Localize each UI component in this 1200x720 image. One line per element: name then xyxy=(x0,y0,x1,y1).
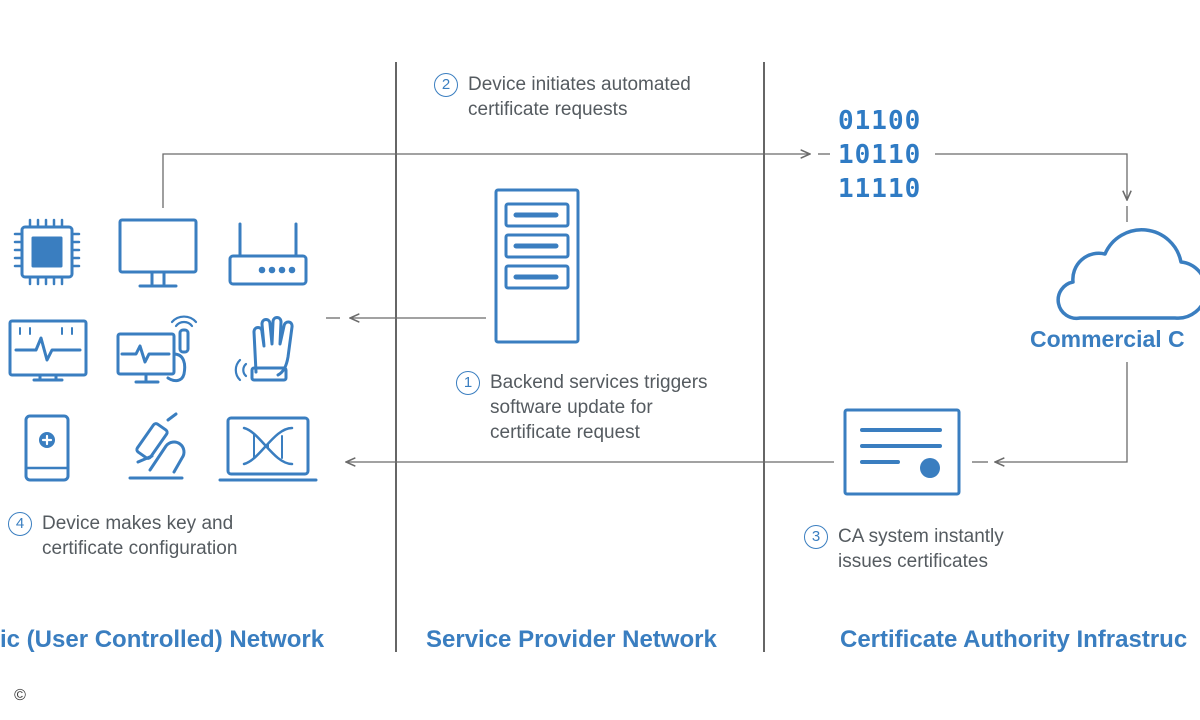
cloud-icon xyxy=(1056,228,1200,321)
step-4-text: Device makes key and certificate configu… xyxy=(42,513,238,559)
region-label-service-provider: Service Provider Network xyxy=(426,626,717,653)
step-1-text: Backend services triggers software updat… xyxy=(490,372,708,443)
step-2-number: 2 xyxy=(434,73,458,97)
step-2-text: Device initiates automated certificate r… xyxy=(468,74,691,120)
chip-icon xyxy=(13,218,81,286)
step-1-number: 1 xyxy=(456,371,480,395)
server-icon xyxy=(494,188,580,344)
binary-line-2: 10110 xyxy=(838,140,922,170)
cloud-label: Commercial C xyxy=(1030,326,1185,352)
monitor-icon xyxy=(118,218,198,288)
step-4-number: 4 xyxy=(8,512,32,536)
flow-arrow-issue xyxy=(995,362,1128,462)
flow-arrow-request xyxy=(162,154,810,208)
step-2: 2 Device initiates automated certificate… xyxy=(434,72,691,122)
region-label-user-network: ic (User Controlled) Network xyxy=(0,626,325,653)
ecg-monitor-icon xyxy=(8,319,88,382)
step-4: 4 Device makes key and certificate confi… xyxy=(8,511,237,561)
step-1: 1 Backend services triggers software upd… xyxy=(456,370,708,445)
copyright-mark: © xyxy=(14,687,26,704)
binary-line-3: 11110 xyxy=(838,174,922,204)
certificate-icon xyxy=(843,408,961,496)
flow-arrow-to-ca xyxy=(935,153,1127,200)
step-3-number: 3 xyxy=(804,525,828,549)
dna-laptop-icon xyxy=(218,416,318,482)
step-3: 3 CA system instantly issues certificate… xyxy=(804,524,1004,574)
patient-monitor-icon xyxy=(116,315,198,384)
region-label-ca-infrastructure: Certificate Authority Infrastruc xyxy=(840,626,1188,653)
microscope-icon xyxy=(128,412,186,480)
binary-line-1: 01100 xyxy=(838,106,922,136)
glove-icon xyxy=(234,316,294,382)
router-icon xyxy=(228,222,308,286)
binary-data: 01100 10110 11110 xyxy=(838,104,921,206)
step-3-text: CA system instantly issues certificates xyxy=(838,526,1004,572)
tablet-icon xyxy=(24,414,70,482)
